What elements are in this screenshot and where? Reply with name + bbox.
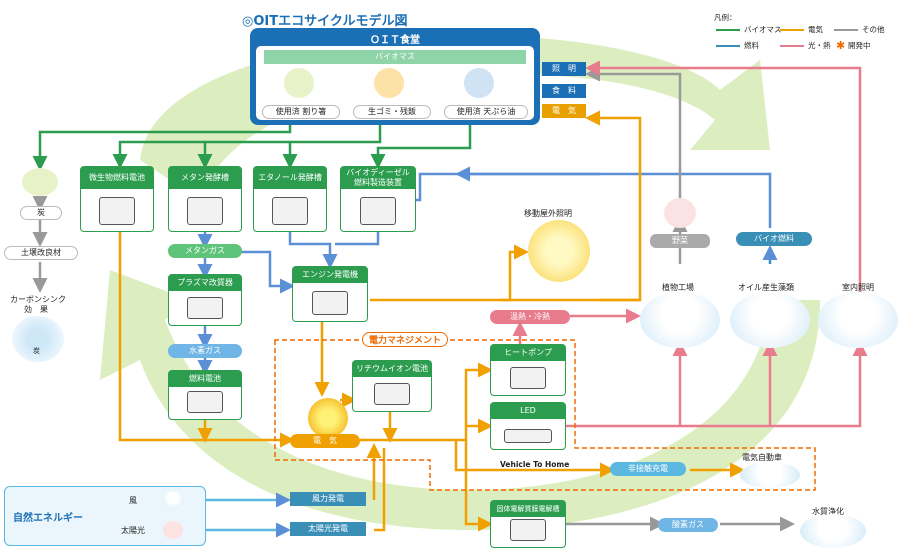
hydrogen-gas-label: 水素ガス bbox=[168, 344, 242, 358]
legend-fuel: 燃料 bbox=[744, 41, 759, 50]
plasma-reformer-box: プラズマ改質器 bbox=[168, 274, 242, 326]
led-panel-icon bbox=[504, 429, 552, 443]
ethanol-fermenter-label: エタノール発酵槽 bbox=[254, 167, 326, 189]
fermenter-icon bbox=[187, 197, 223, 225]
natural-energy-panel: 自然エネルギー 風 太陽光 bbox=[4, 486, 206, 546]
oxygen-gas-label: 酸素ガス bbox=[658, 518, 718, 532]
biomass-bar: バイオマス bbox=[264, 50, 526, 64]
methane-fermenter-box: メタン発酵槽 bbox=[168, 166, 242, 232]
mobile-light-label: 移動屋外照明 bbox=[524, 209, 572, 218]
solar-power-label: 太陽光発電 bbox=[290, 522, 366, 536]
algae-icon bbox=[730, 292, 810, 348]
solar-label: 太陽光 bbox=[121, 526, 145, 535]
lightning-icon bbox=[308, 398, 348, 438]
heat-pump-label: ヒートポンプ bbox=[491, 345, 565, 361]
fuel-cell-label: 燃料電池 bbox=[169, 371, 241, 387]
sun-icon bbox=[163, 521, 183, 539]
item-chopsticks: 使用済 割り箸 bbox=[262, 105, 340, 119]
wind-icon bbox=[163, 491, 183, 509]
lithium-battery-label: リチウムイオン電池 bbox=[353, 361, 431, 377]
legend-title: 凡例： bbox=[714, 13, 737, 22]
legend-other: その他 bbox=[862, 25, 885, 34]
electrolyzer-icon bbox=[510, 519, 546, 541]
carbon-sink-label: カーボンシンク bbox=[10, 295, 66, 304]
algae-label: オイル産生藻類 bbox=[738, 283, 794, 292]
output-lighting: 照 明 bbox=[542, 62, 586, 76]
indoor-light-label: 室内照明 bbox=[842, 283, 874, 292]
heating-cooling-label: 温熱・冷熱 bbox=[490, 310, 570, 324]
engine-generator-label: エンジン発電機 bbox=[293, 267, 367, 283]
item-food-waste: 生ゴミ・残飯 bbox=[353, 105, 431, 119]
led-box: LED bbox=[490, 402, 566, 450]
legend-electricity: 電気 bbox=[808, 25, 823, 34]
fuel-cell-icon bbox=[99, 197, 135, 225]
wind-power-label: 風力発電 bbox=[290, 492, 366, 506]
plant-factory-icon bbox=[640, 292, 720, 348]
tree-icon bbox=[12, 316, 64, 362]
vegetable-icon bbox=[664, 198, 696, 228]
legend: 凡例： バイオマス 燃料 電気 光・熱 その他 ✱ 開発中 bbox=[714, 12, 894, 56]
battery-icon bbox=[374, 383, 410, 405]
cafeteria-title: ＯＩＴ食堂 bbox=[370, 35, 420, 46]
ev-label: 電気自動車 bbox=[742, 453, 782, 462]
charcoal-icon bbox=[22, 168, 58, 196]
indoor-light-icon bbox=[818, 292, 898, 348]
methane-fermenter-label: メタン発酵槽 bbox=[169, 167, 241, 189]
lithium-battery-box: リチウムイオン電池 bbox=[352, 360, 432, 412]
wind-label: 風 bbox=[129, 496, 137, 505]
electrolysis-label: 固体電解質膜電解槽 bbox=[491, 501, 565, 517]
fuel-cell-box: 燃料電池 bbox=[168, 370, 242, 420]
water-icon bbox=[800, 514, 866, 548]
methane-gas-label: メタンガス bbox=[168, 244, 242, 258]
fermenter-icon bbox=[272, 197, 308, 225]
bio-fuel-label: バイオ燃料 bbox=[736, 232, 812, 246]
electricity-hub-label: 電 気 bbox=[290, 434, 360, 448]
fuel-cell-icon bbox=[187, 391, 223, 413]
reactor-icon bbox=[360, 197, 396, 225]
wireless-charging-label: 非接触充電 bbox=[610, 462, 686, 476]
microbial-fuel-cell-label: 微生物燃料電池 bbox=[81, 167, 153, 189]
v2h-label: Vehicle To Home bbox=[500, 460, 570, 469]
biodiesel-box: バイオディーゼル燃料製造装置 bbox=[340, 166, 416, 232]
legend-light-heat: 光・熱 bbox=[808, 41, 831, 50]
generator-icon bbox=[312, 291, 348, 315]
oil-drop-icon bbox=[464, 68, 494, 98]
water-purification-label: 水質浄化 bbox=[812, 507, 844, 516]
legend-developing: 開発中 bbox=[848, 41, 871, 50]
item-used-oil: 使用済 天ぷら油 bbox=[444, 105, 528, 119]
power-management-label: 電力マネジメント bbox=[362, 332, 449, 347]
charcoal-sub-label: 炭 bbox=[33, 347, 40, 355]
output-food: 食 料 bbox=[542, 84, 586, 98]
food-waste-icon bbox=[374, 68, 404, 98]
heat-pump-box: ヒートポンプ bbox=[490, 344, 566, 396]
plasma-reformer-label: プラズマ改質器 bbox=[169, 275, 241, 291]
mobile-light-icon bbox=[528, 220, 590, 282]
engine-generator-box: エンジン発電機 bbox=[292, 266, 368, 322]
soil-material-label: 土壌改良材 bbox=[4, 246, 78, 260]
developing-asterisk-icon: ✱ bbox=[836, 39, 846, 52]
natural-energy-title: 自然エネルギー bbox=[13, 513, 83, 524]
led-label: LED bbox=[491, 403, 565, 419]
chopsticks-icon bbox=[284, 68, 314, 98]
carbon-sink-effect-label: 効 果 bbox=[24, 305, 48, 314]
microbial-fuel-cell-box: 微生物燃料電池 bbox=[80, 166, 154, 232]
car-icon bbox=[740, 462, 800, 488]
cube-icon bbox=[187, 297, 223, 319]
heat-pump-icon bbox=[510, 367, 546, 389]
cafeteria-panel: ＯＩＴ食堂 バイオマス 使用済 割り箸 生ゴミ・残飯 使用済 天ぷら油 bbox=[250, 28, 540, 125]
vegetables-label: 野菜 bbox=[650, 234, 710, 248]
diagram-title: ◎OITエコサイクルモデル図 bbox=[242, 14, 408, 29]
charcoal-label: 炭 bbox=[20, 206, 62, 220]
plant-factory-label: 植物工場 bbox=[662, 283, 694, 292]
biodiesel-label: バイオディーゼル燃料製造装置 bbox=[341, 167, 415, 189]
ethanol-fermenter-box: エタノール発酵槽 bbox=[253, 166, 327, 232]
electrolysis-box: 固体電解質膜電解槽 bbox=[490, 500, 566, 548]
output-electricity: 電 気 bbox=[542, 104, 586, 118]
legend-biomass: バイオマス bbox=[744, 25, 782, 34]
